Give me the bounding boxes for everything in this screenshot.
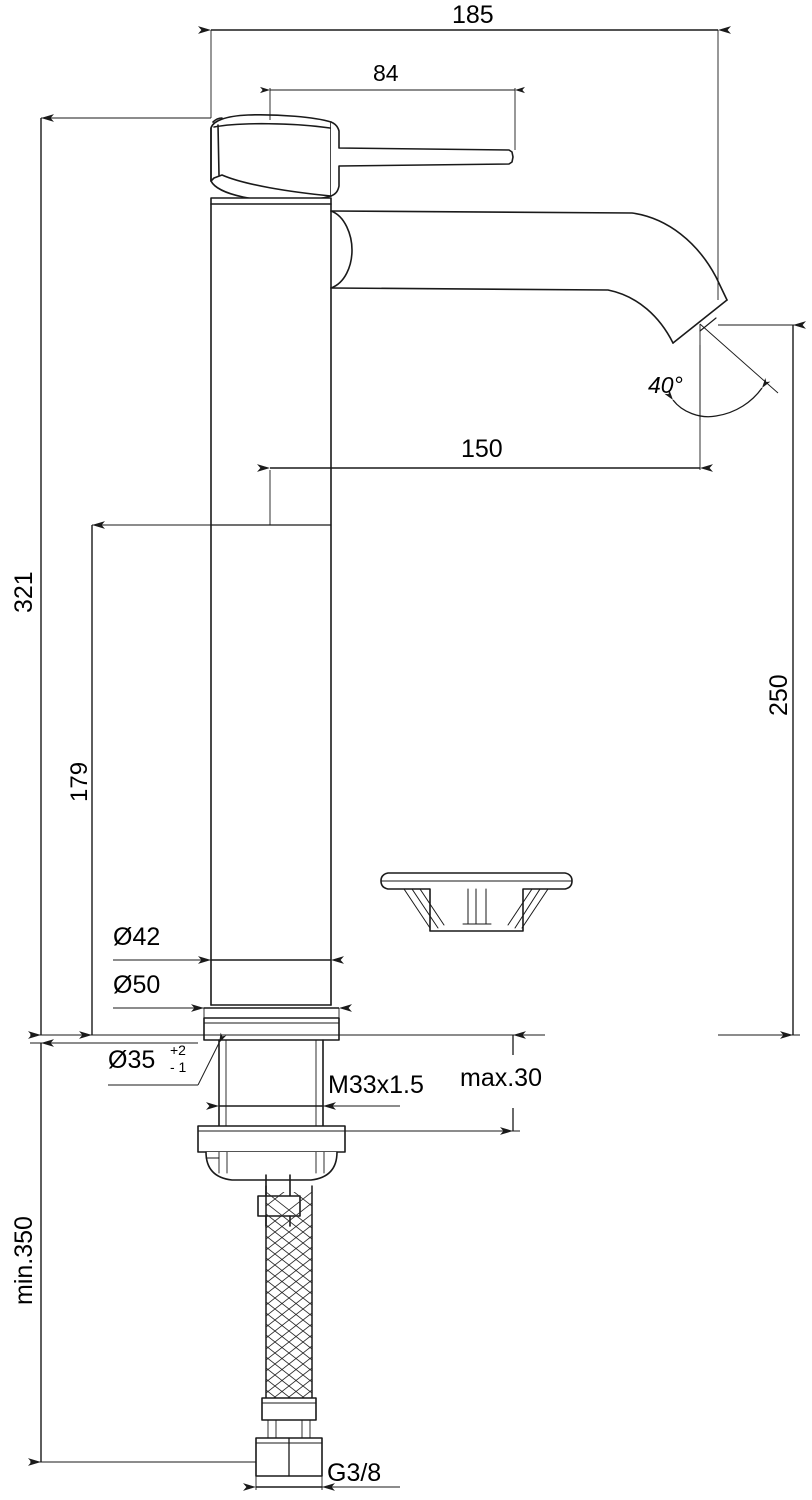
dim-diameter-50 — [113, 1004, 352, 1018]
dim-40-degree — [664, 323, 779, 420]
braided-hose — [265, 1185, 313, 1413]
dim-84 — [260, 86, 525, 150]
dim-thread-m33 — [206, 1102, 400, 1126]
dim-label-321: 321 — [10, 571, 38, 613]
dim-185 — [198, 26, 731, 300]
hose-connector — [255, 1397, 323, 1477]
dim-label-tolerance-plus: +2 — [170, 1042, 186, 1058]
dim-label-diameter-35: Ø35 — [108, 1046, 156, 1074]
dim-label-max-30: max.30 — [460, 1064, 542, 1092]
dim-label-179: 179 — [66, 761, 93, 802]
dim-label-diameter-42: Ø42 — [113, 923, 161, 951]
dim-diameter-35-leader — [108, 1032, 227, 1086]
dim-label-185: 185 — [452, 1, 494, 29]
base-flange — [203, 1017, 340, 1041]
dim-g38 — [243, 1462, 400, 1491]
dim-diameter-42 — [113, 956, 344, 1005]
dim-250 — [718, 321, 806, 1039]
lever-handle-outline — [210, 114, 514, 205]
dim-label-150: 150 — [461, 435, 503, 463]
dim-321 — [28, 114, 211, 1039]
dim-label-84: 84 — [373, 60, 399, 86]
dim-max-30 — [345, 1031, 526, 1135]
dim-label-40-degree: 40° — [648, 372, 683, 398]
dim-min-350 — [28, 1039, 256, 1466]
dim-179 — [79, 521, 211, 1039]
dim-label-250: 250 — [765, 674, 793, 716]
dim-label-diameter-50: Ø50 — [113, 971, 161, 999]
curved-spout-outline — [330, 210, 728, 344]
dim-label-min-350: min.350 — [10, 1216, 38, 1305]
dim-label-tolerance-minus: - 1 — [170, 1059, 187, 1075]
threaded-shank — [218, 1039, 324, 1127]
mounting-nut — [197, 1125, 346, 1181]
pop-up-waste-plug — [380, 872, 573, 932]
dim-label-thread-m33: M33x1.5 — [328, 1071, 424, 1099]
faucet-body-column — [210, 203, 332, 1006]
dim-label-g38: G3/8 — [327, 1459, 382, 1487]
